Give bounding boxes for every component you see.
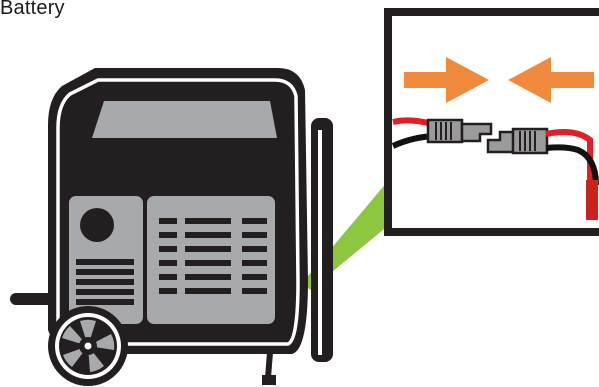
diagram-title: Battery	[0, 0, 65, 19]
wheel-icon	[48, 306, 128, 386]
battery-connector-socket-icon	[486, 127, 549, 155]
generator-icon	[10, 68, 333, 385]
detail-inset	[384, 8, 599, 236]
battery-connector-plug-icon	[426, 118, 493, 144]
arrow-left-icon	[508, 57, 594, 103]
arrow-right-icon	[404, 57, 489, 103]
